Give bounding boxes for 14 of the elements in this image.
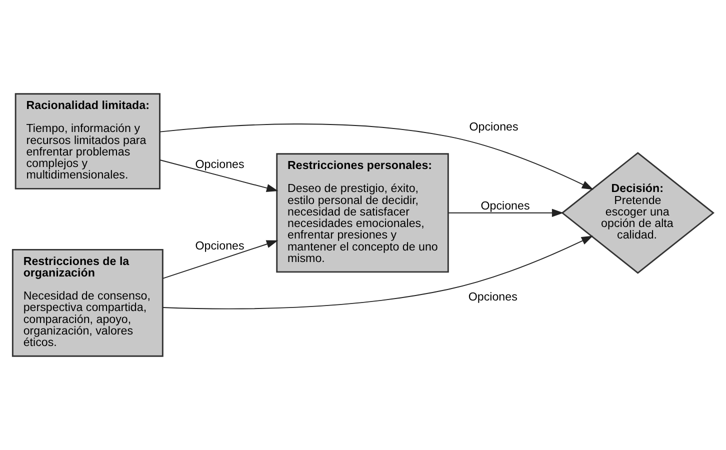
node-box: Restricciones de la organización Necesidad de consenso, perspectiva compartida, comparación, apoyo, organización, valores éticos. xyxy=(12,248,164,357)
arrow xyxy=(448,208,564,217)
edge-label: Opciones xyxy=(468,290,518,304)
node-box: Restricciones personales: Deseo de prestigio, éxito, estilo personal de decidir, necesidad de satisfacer necesidades emocionales, enfrentar presiones y mantener el concepto de uno mismo. xyxy=(276,153,449,273)
node-diamond: Decisión: Pretende escoger una opción de alta calidad. xyxy=(561,152,714,274)
edge-label: Opciones xyxy=(195,158,244,171)
edge-label: Opciones xyxy=(480,200,530,213)
edge-label: Opciones xyxy=(469,120,518,134)
arrow xyxy=(162,240,278,279)
edge-label: Opciones xyxy=(195,239,244,252)
node-box: Racionalidad limitada: Tiempo, información y recursos limitados para enfrentar problemas complejos y multidimensionales. xyxy=(14,93,160,190)
arrow xyxy=(160,160,278,192)
arrow xyxy=(162,236,594,310)
arrow xyxy=(160,124,594,190)
